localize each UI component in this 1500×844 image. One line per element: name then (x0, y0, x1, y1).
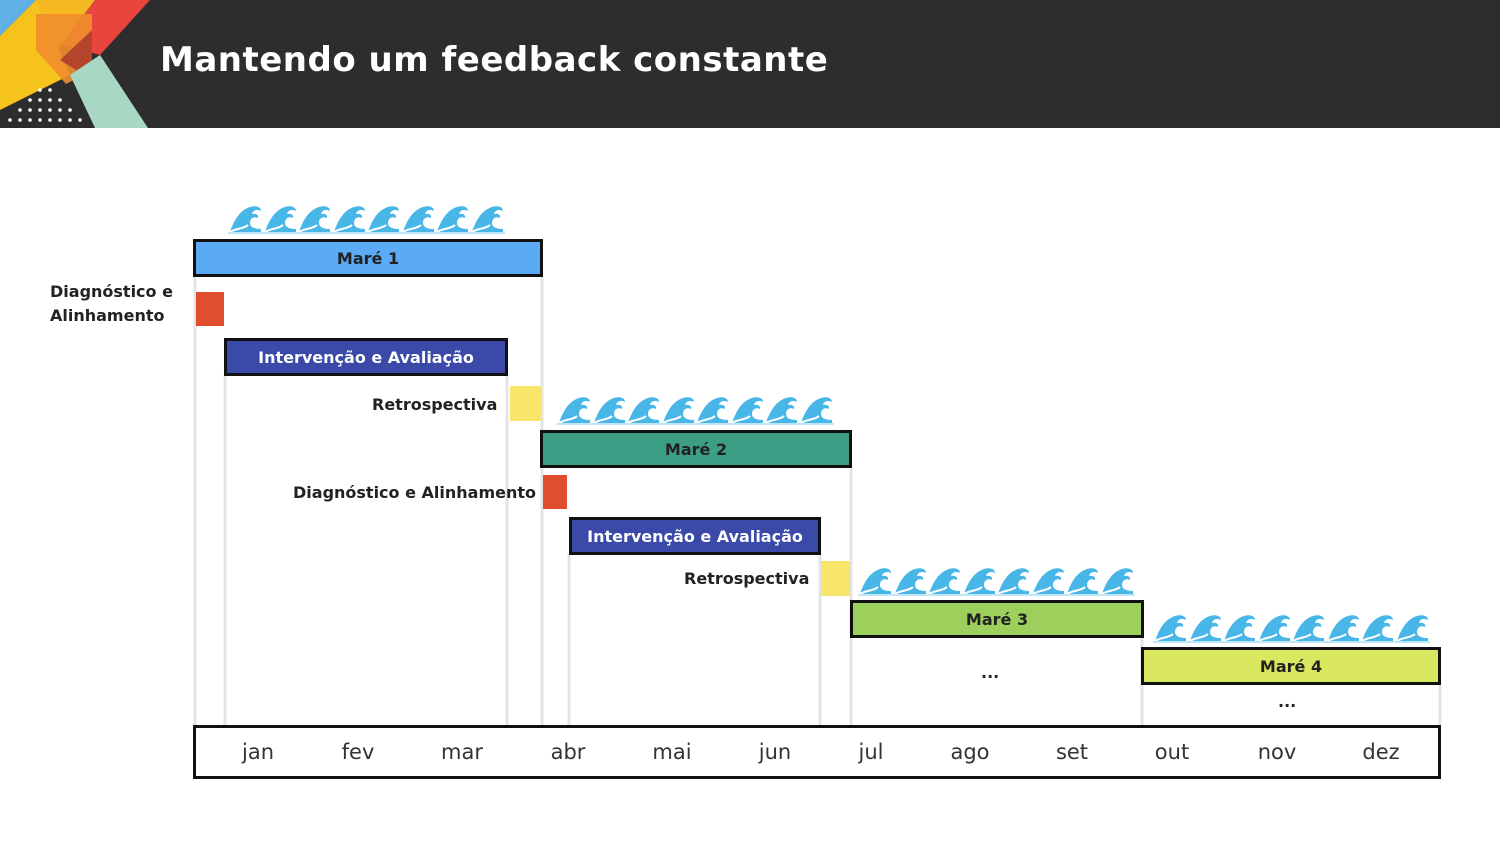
retrospectiva-1-label: Retrospectiva (372, 395, 498, 414)
mare-2-label: Maré 2 (664, 439, 728, 459)
waves-mare-4 (1153, 607, 1430, 647)
retrospectiva-2-label: Retrospectiva (684, 569, 810, 588)
mare-3-ellipsis: ... (981, 663, 1000, 682)
month-label-jan: jan (241, 740, 275, 764)
wave-icon (858, 560, 893, 600)
wave-icon (1187, 607, 1223, 647)
wave-icon (1030, 560, 1066, 600)
wave-icon (695, 389, 730, 429)
wave-icon (331, 198, 367, 238)
header-bar (0, 0, 1500, 128)
wave-icon (435, 198, 470, 238)
mare-3-label: Maré 3 (965, 609, 1029, 629)
wave-icon (1360, 607, 1395, 647)
wave-icon (400, 198, 436, 238)
diagnostico-1-label-line1: Diagnóstico e (50, 282, 173, 301)
wave-icon (1065, 560, 1100, 600)
month-label-jun: jun (758, 740, 792, 764)
wave-icon (961, 560, 997, 600)
mare-4-label: Maré 4 (1259, 656, 1323, 676)
wave-icon (892, 560, 928, 600)
waves-mare-3 (858, 560, 1135, 600)
month-label-out: out (1154, 740, 1190, 764)
waves-mare-2 (557, 389, 834, 429)
wave-icon (729, 389, 765, 429)
mare-4-ellipsis: ... (1278, 692, 1297, 711)
mare-4-bar: Maré 4 (1141, 647, 1441, 685)
mare-3-bar: Maré 3 (850, 600, 1144, 638)
page-title: Mantendo um feedback constante (160, 40, 829, 80)
wave-icon (297, 198, 332, 238)
wave-icon (626, 389, 661, 429)
month-label-dez: dez (1362, 740, 1400, 764)
wave-icon (366, 198, 401, 238)
logo (0, 0, 150, 128)
month-label-abr: abr (550, 740, 586, 764)
intervencao-1-label: Intervenção e Avaliação (258, 347, 474, 367)
intervencao-1-bar: Intervenção e Avaliação (224, 338, 508, 376)
mare-1-bar: Maré 1 (193, 239, 543, 277)
wave-icon (660, 389, 696, 429)
wave-icon (798, 389, 834, 429)
wave-icon (591, 389, 627, 429)
wave-icon (1222, 607, 1257, 647)
wave-icon (1099, 560, 1135, 600)
wave-icon (1153, 607, 1188, 647)
intervencao-2-bar: Intervenção e Avaliação (569, 517, 821, 555)
diagnostico-2-label: Diagnóstico e Alinhamento (293, 483, 537, 502)
month-label-set: set (1055, 740, 1089, 764)
retrospectiva-2-marker (821, 561, 850, 596)
wave-icon (1394, 607, 1430, 647)
month-label-jul: jul (858, 740, 884, 764)
wave-icon (557, 389, 592, 429)
wave-icon (764, 389, 799, 429)
month-axis: jan fev mar abr mai jun jul ago set out nov dez (193, 725, 1441, 779)
month-label-mar: mar (441, 740, 483, 764)
wave-icon (996, 560, 1031, 600)
retrospectiva-1-marker (510, 386, 541, 421)
intervencao-2-label: Intervenção e Avaliação (587, 526, 803, 546)
wave-icon (262, 198, 298, 238)
month-label-nov: nov (1257, 740, 1297, 764)
mare-2-bar: Maré 2 (540, 430, 852, 468)
month-label-ago: ago (950, 740, 990, 764)
mare-1-label: Maré 1 (336, 248, 400, 268)
wave-icon (1325, 607, 1361, 647)
wave-icon (469, 198, 505, 238)
diagnostico-1-marker (196, 292, 224, 326)
waves-mare-1 (228, 198, 505, 238)
diagnostico-2-marker (543, 475, 567, 509)
wave-icon (228, 198, 263, 238)
wave-icon (927, 560, 962, 600)
month-label-fev: fev (341, 740, 375, 764)
wave-icon (1291, 607, 1326, 647)
diagnostico-1-label-line2: Alinhamento (50, 306, 165, 325)
month-label-mai: mai (652, 740, 692, 764)
wave-icon (1256, 607, 1292, 647)
